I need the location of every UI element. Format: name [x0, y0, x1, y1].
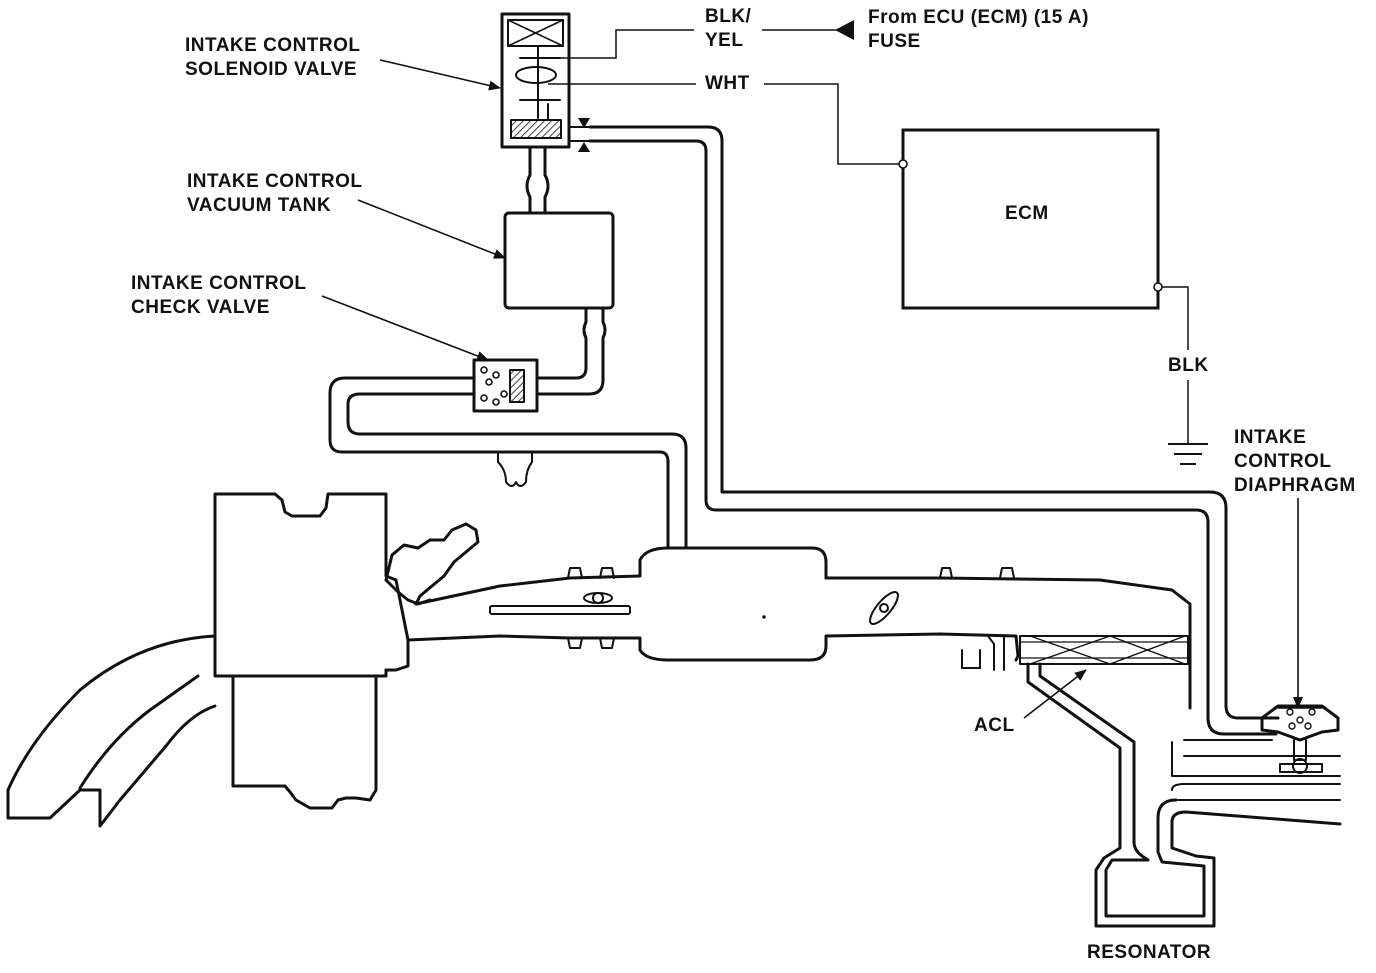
label-solenoid-valve-line2: SOLENOID VALVE [185, 59, 358, 80]
label-acl: ACL [974, 715, 1015, 736]
ecm-box [901, 128, 1160, 310]
label-diaphragm-line3: DIAPHRAGM [1234, 475, 1356, 496]
label-diaphragm-line2: CONTROL [1234, 451, 1332, 472]
label-wht: WHT [705, 73, 750, 94]
label-from-ecu-line2: FUSE [868, 31, 921, 52]
label-vacuum-tank-line2: VACUUM TANK [187, 195, 332, 216]
label-blk-yel-line1: BLK/ [705, 6, 752, 27]
check-valve [472, 358, 539, 413]
engine-block [213, 492, 410, 678]
intake-control-diaphragm [1260, 704, 1340, 774]
solenoid-valve [500, 12, 571, 149]
wiring [540, 20, 1208, 619]
label-ecm: ECM [1005, 203, 1049, 224]
label-check-valve-line2: CHECK VALVE [131, 297, 270, 318]
label-vacuum-tank-line1: INTAKE CONTROL [187, 171, 363, 192]
label-blk: BLK [1168, 355, 1209, 376]
label-blk-yel-line2: YEL [705, 30, 744, 51]
label-resonator: RESONATOR [1087, 942, 1212, 963]
label-solenoid-valve-line1: INTAKE CONTROL [185, 35, 361, 56]
vacuum-tank [503, 211, 615, 310]
leader-arrows [321, 59, 1303, 719]
label-diaphragm-line1: INTAKE [1234, 427, 1307, 448]
label-from-ecu-line1: From ECU (ECM) (15 A) [868, 7, 1089, 28]
air-cleaner [1019, 635, 1189, 665]
label-check-valve-line1: INTAKE CONTROL [131, 273, 307, 294]
